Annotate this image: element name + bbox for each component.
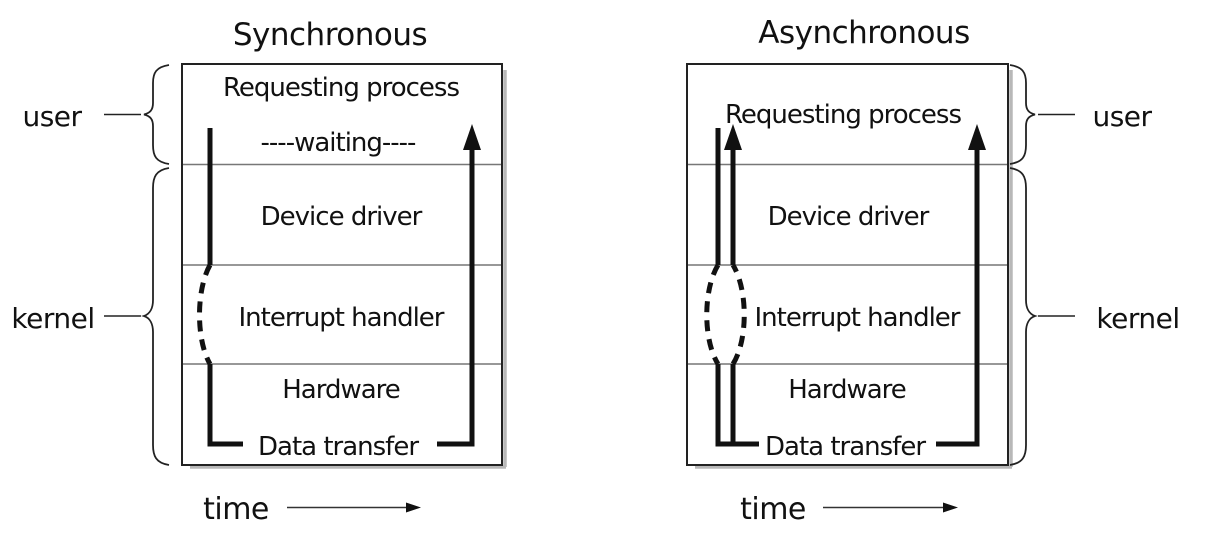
completion-arrowhead-icon bbox=[968, 124, 986, 150]
interrupt-dashed-curve-right bbox=[730, 263, 747, 366]
requesting-process-label: Requesting process bbox=[223, 73, 459, 103]
data-transfer-label: Data transfer bbox=[765, 432, 926, 462]
completion-arrowhead-icon bbox=[463, 124, 481, 150]
kernel-label: kernel bbox=[11, 302, 94, 335]
device-driver-label: Device driver bbox=[768, 202, 930, 232]
data-transfer-label: Data transfer bbox=[258, 432, 419, 462]
synchronous-diagram: Synchronous Requesting process ----waiti… bbox=[11, 17, 507, 527]
time-label: time bbox=[203, 492, 269, 527]
kernel-label: kernel bbox=[1096, 302, 1179, 335]
interrupt-dashed-curve bbox=[197, 263, 213, 366]
user-label: user bbox=[22, 100, 82, 133]
hardware-label: Hardware bbox=[788, 375, 906, 405]
requesting-process-label: Requesting process bbox=[725, 100, 961, 130]
return-arrowhead-icon bbox=[724, 124, 742, 150]
asynchronous-diagram: Asynchronous Requesting process Device d… bbox=[686, 15, 1180, 527]
box-shadow bbox=[190, 70, 507, 469]
data-transfer-elbow-left bbox=[207, 364, 243, 447]
interrupt-dashed-curve-left bbox=[704, 263, 721, 366]
time-label: time bbox=[740, 492, 806, 527]
row-separators bbox=[183, 163, 501, 365]
kernel-brace-icon bbox=[141, 167, 170, 466]
completion-arrow-line bbox=[936, 146, 980, 447]
user-brace-icon bbox=[143, 64, 170, 165]
user-label: user bbox=[1092, 100, 1152, 133]
hardware-label: Hardware bbox=[282, 375, 400, 405]
device-driver-label: Device driver bbox=[261, 202, 423, 232]
interrupt-handler-label: Interrupt handler bbox=[754, 303, 960, 333]
asynchronous-title: Asynchronous bbox=[758, 15, 969, 51]
waiting-label: ----waiting---- bbox=[261, 128, 416, 158]
time-arrowhead-icon bbox=[406, 502, 421, 513]
user-brace-icon bbox=[1009, 64, 1036, 165]
synchronous-title: Synchronous bbox=[233, 17, 427, 53]
box-shadow bbox=[695, 70, 1013, 469]
row-separators bbox=[688, 163, 1007, 365]
completion-arrow-line bbox=[437, 146, 475, 447]
time-arrowhead-icon bbox=[943, 502, 958, 513]
kernel-brace-icon bbox=[1009, 167, 1038, 466]
data-transfer-elbow-left bbox=[715, 364, 759, 447]
interrupt-handler-label: Interrupt handler bbox=[238, 303, 444, 333]
